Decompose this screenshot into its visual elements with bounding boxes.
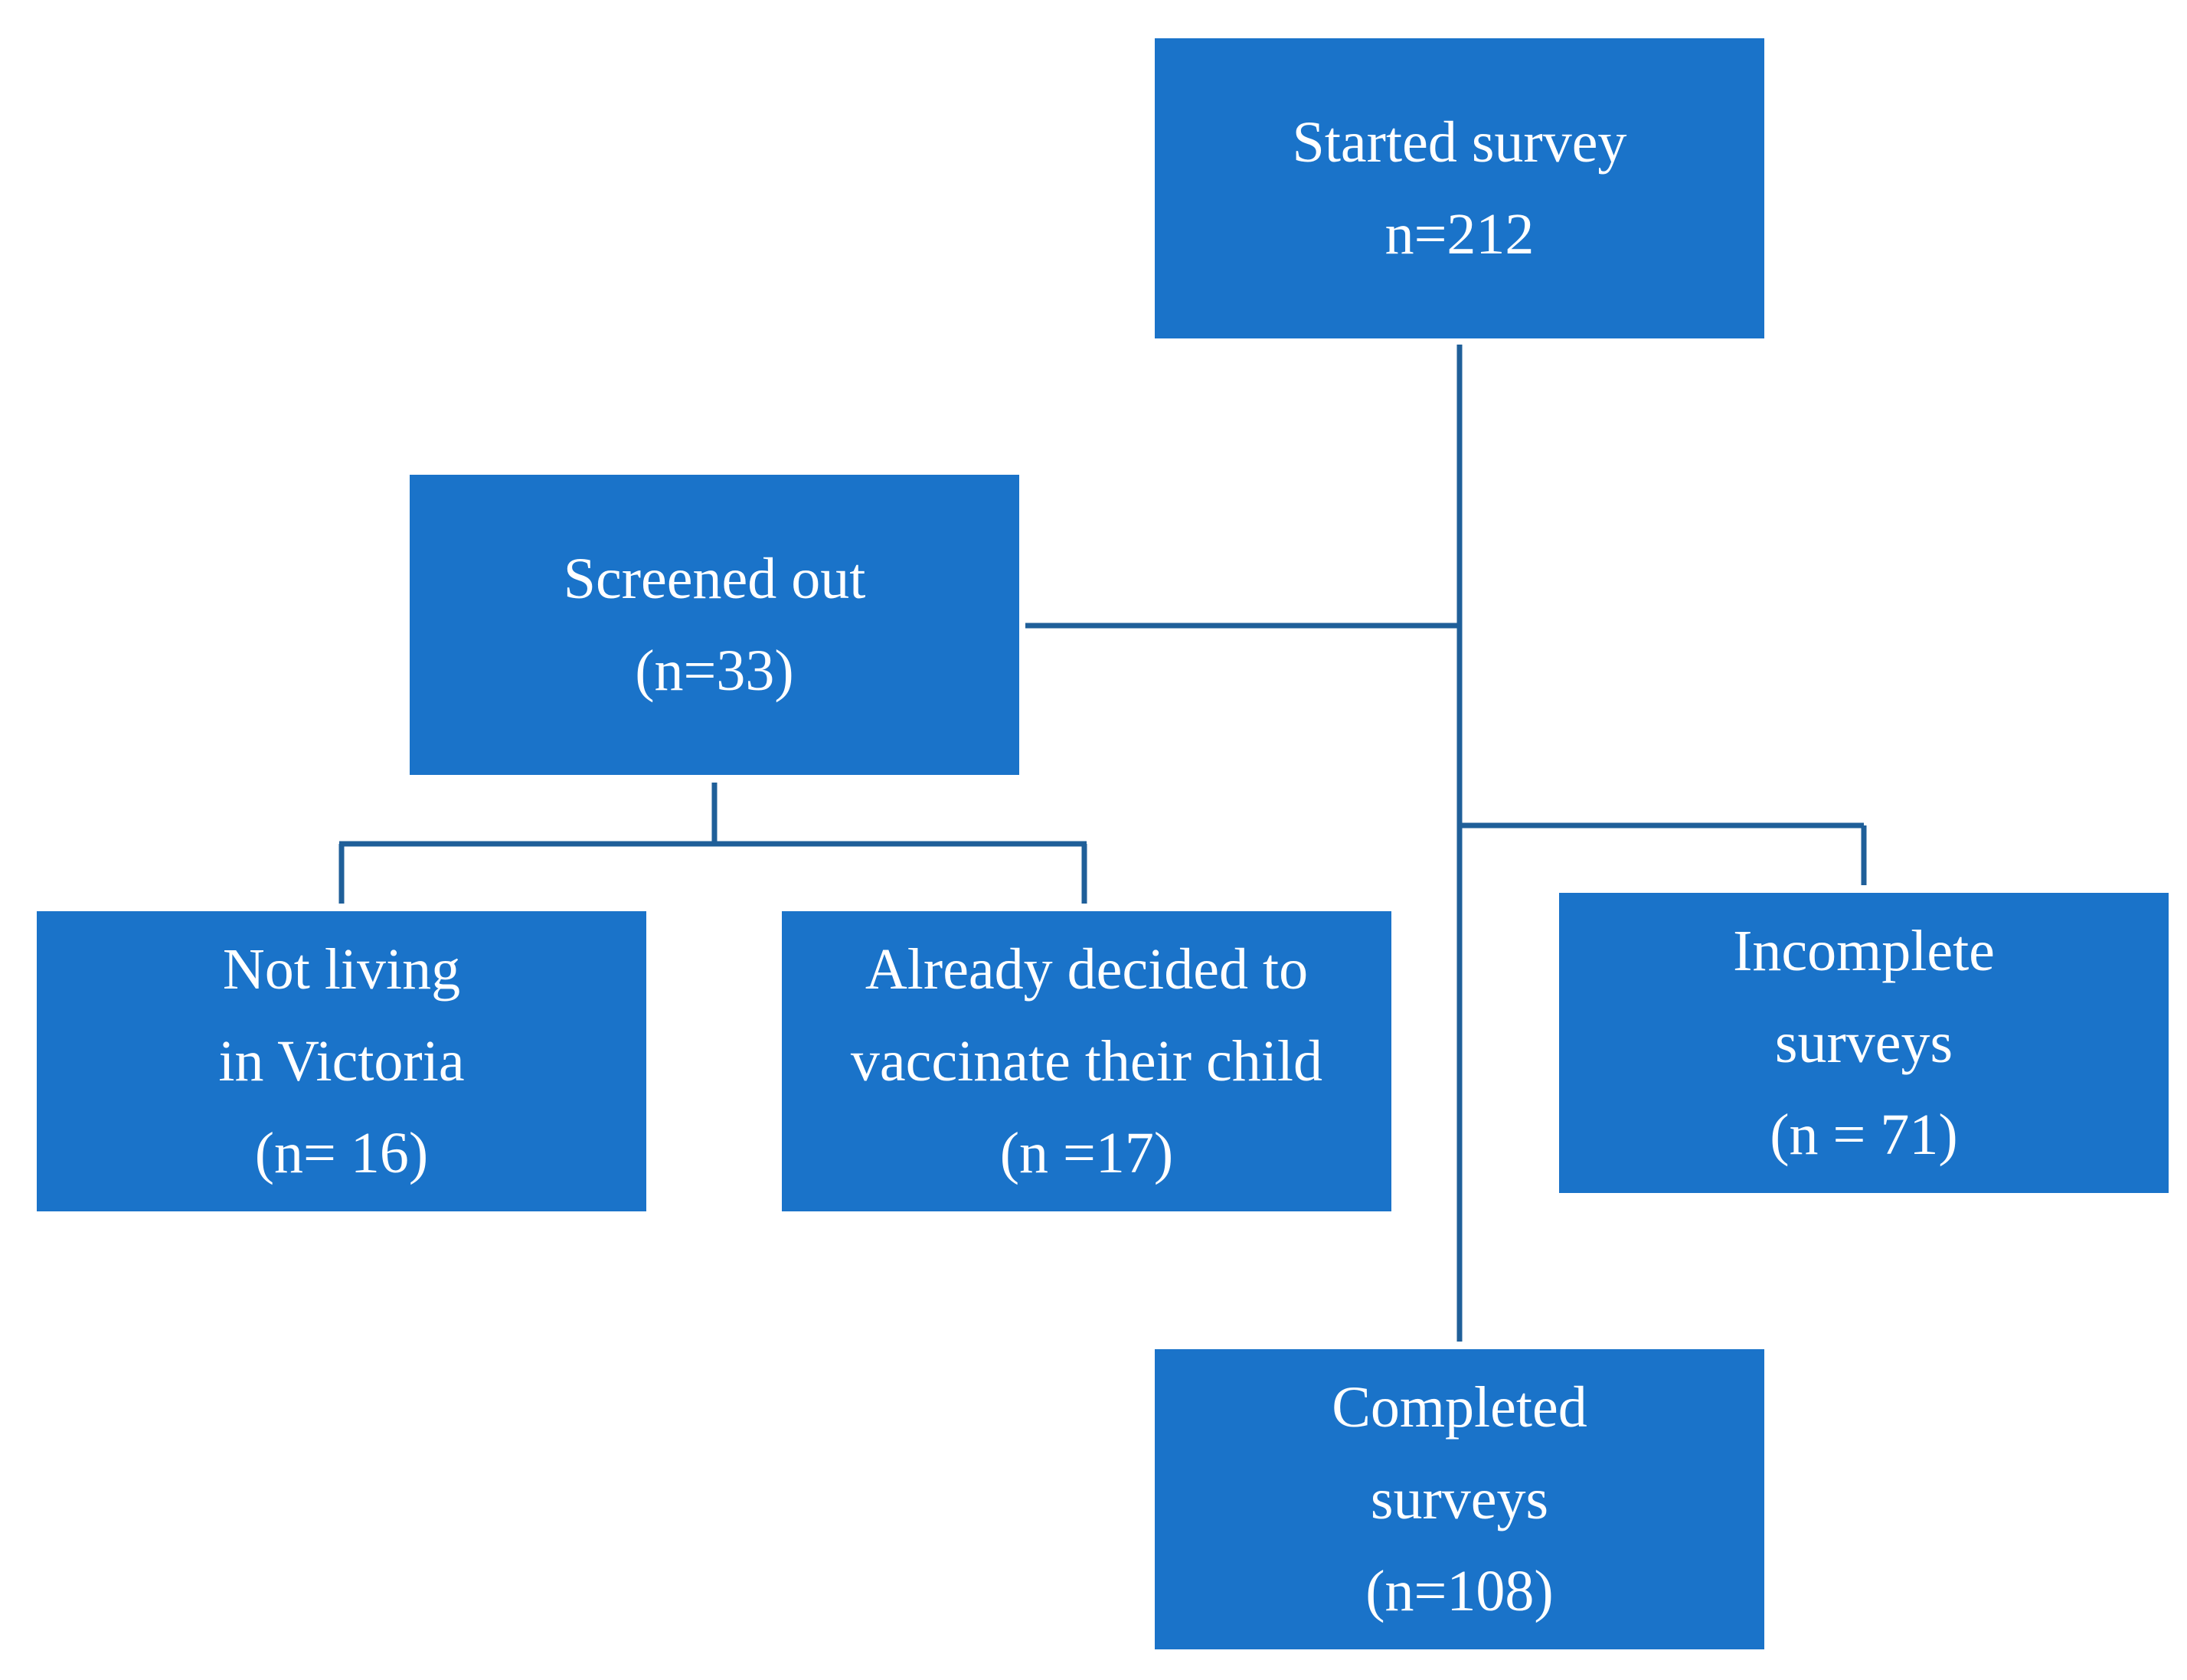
started-survey-count: n=212 [1384, 202, 1535, 266]
already-decided-label-line2: vaccinate their child [850, 1029, 1323, 1093]
screened-out-count: (n=33) [635, 639, 794, 703]
completed-label-line2: surveys [1370, 1467, 1549, 1531]
started-survey-box: Started survey n=212 [1155, 38, 1764, 338]
not-living-label-line2: in Victoria [218, 1029, 465, 1093]
not-living-in-victoria-box: Not living in Victoria (n= 16) [37, 911, 646, 1211]
incomplete-label-line1: Incomplete [1733, 919, 1995, 983]
completed-surveys-box: Completed surveys (n=108) [1155, 1349, 1764, 1649]
already-decided-count: (n =17) [999, 1121, 1174, 1185]
incomplete-surveys-box: Incomplete surveys (n = 71) [1559, 893, 2169, 1193]
already-decided-label-line1: Already decided to [865, 937, 1309, 1002]
completed-count: (n=108) [1365, 1559, 1554, 1623]
screened-out-box: Screened out (n=33) [410, 475, 1019, 775]
screened-out-label: Screened out [563, 547, 866, 611]
not-living-count: (n= 16) [254, 1121, 429, 1185]
not-living-label-line1: Not living [222, 937, 461, 1002]
incomplete-label-line2: surveys [1774, 1011, 1953, 1075]
incomplete-count: (n = 71) [1770, 1103, 1958, 1167]
completed-label-line1: Completed [1332, 1375, 1587, 1440]
already-decided-box: Already decided to vaccinate their child… [782, 911, 1391, 1211]
started-survey-label: Started survey [1292, 110, 1627, 175]
